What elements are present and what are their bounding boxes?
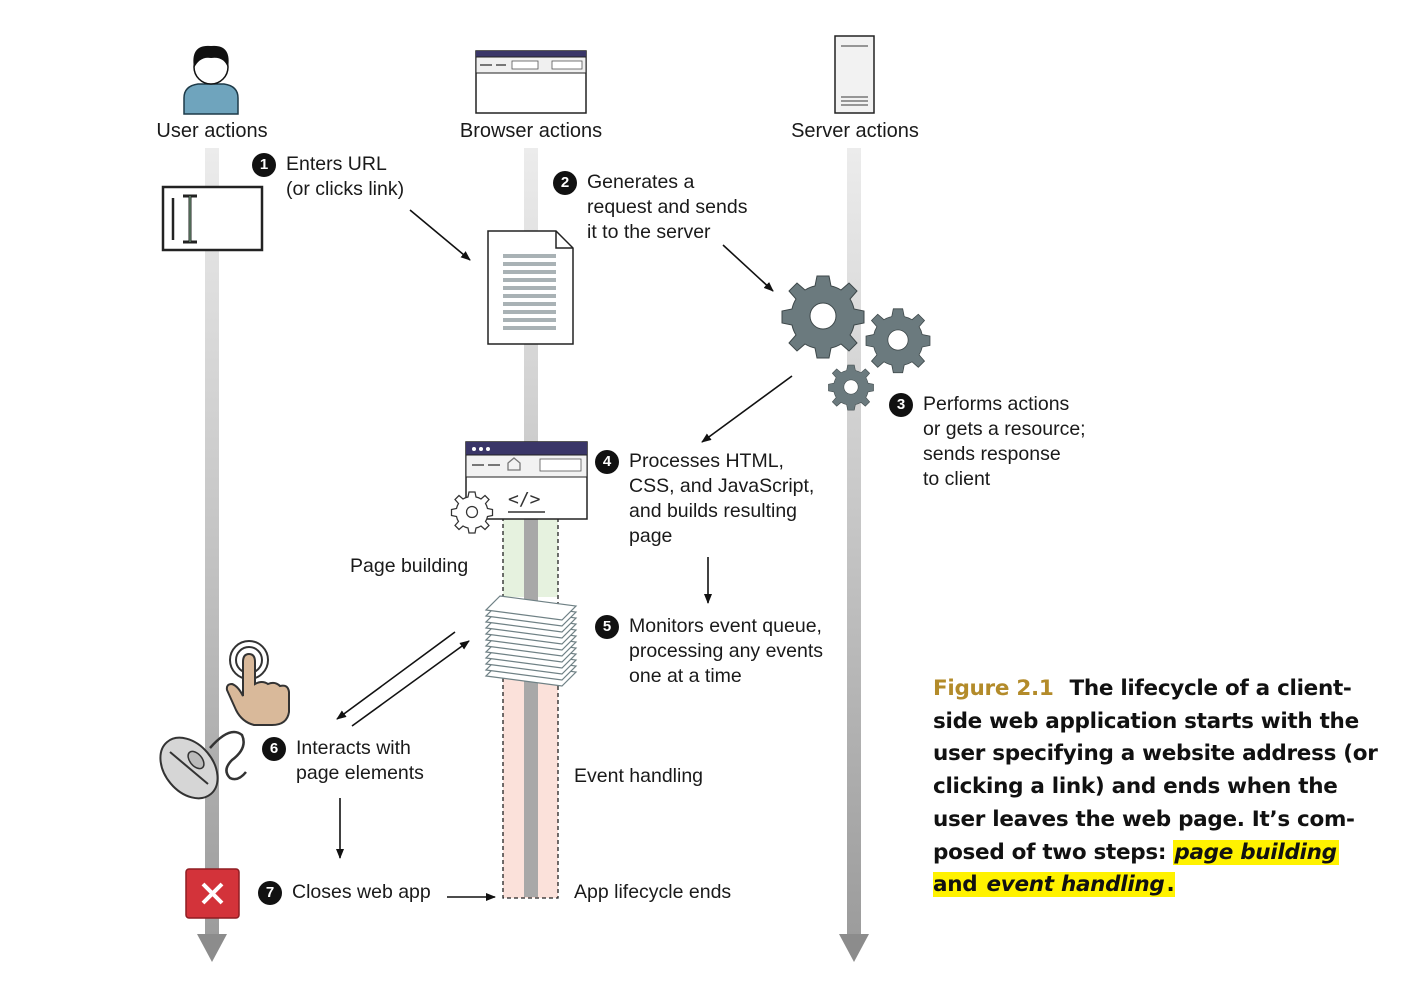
server-lane-label: Server actions [791, 120, 919, 142]
server-lane-line [847, 148, 861, 938]
user-person-icon [183, 45, 239, 115]
step-5: 5 Monitors event queue, processing any e… [595, 614, 823, 689]
user-lane-label: User actions [156, 120, 268, 142]
step-5-text: Monitors event queue, processing any eve… [629, 615, 824, 687]
mouse-icon [159, 730, 247, 800]
lifecycle-end-label: App lifecycle ends [574, 881, 732, 903]
step-6-text: Interacts with page elements [296, 737, 424, 784]
step-5-number: 5 [595, 615, 619, 639]
caption-period: . [1165, 872, 1176, 898]
arrow-user-to-queue [351, 640, 470, 727]
event-queue-stack-icon [484, 595, 578, 687]
step-4: 4 Processes HTML, CSS, and JavaScript, a… [595, 449, 814, 549]
page-build-gear-icon [450, 491, 494, 534]
user-lane-arrowhead [197, 934, 227, 962]
figure-number: Figure 2.1 [933, 676, 1054, 701]
step-7: 7 Closes web app [258, 880, 431, 905]
phase-dashed-outline [502, 517, 559, 899]
arrow-request-to-server [722, 244, 774, 292]
server-lane-arrowhead [839, 934, 869, 962]
step-1-number: 1 [252, 153, 276, 177]
code-glyph: </> [508, 489, 541, 510]
browser-window-icon [475, 50, 587, 114]
step-3: 3 Performs actions or gets a resource; s… [889, 392, 1086, 492]
step-3-number: 3 [889, 393, 913, 417]
step-2-number: 2 [553, 171, 577, 195]
request-document-icon [487, 230, 574, 345]
arrow-url-to-request [409, 209, 471, 261]
event-handling-label: Event handling [574, 765, 704, 787]
step-4-number: 4 [595, 450, 619, 474]
caption-text: The lifecycle of a client-side web appli… [933, 676, 1378, 865]
arrow-queue-to-user [336, 631, 456, 720]
caption-highlight-page-building: page building [1173, 839, 1338, 865]
step-7-number: 7 [258, 881, 282, 905]
user-lane-line [205, 148, 219, 938]
step-6-number: 6 [262, 737, 286, 761]
step-3-text: Performs actions or gets a resource; sen… [923, 393, 1086, 490]
caption-highlight-event-handling: event handling [985, 872, 1166, 898]
browser-lane-label: Browser actions [459, 120, 603, 142]
step-4-text: Processes HTML, CSS, and JavaScript, and… [629, 450, 815, 547]
server-gears-icon [781, 275, 931, 411]
page-building-label: Page building [350, 555, 469, 577]
step-7-text: Closes web app [292, 881, 431, 903]
step-1-text: Enters URL (or clicks link) [286, 153, 405, 200]
step-2-text: Generates a request and sends it to the … [587, 171, 748, 243]
server-tower-icon [834, 35, 875, 114]
step-2: 2 Generates a request and sends it to th… [553, 170, 747, 245]
step-6: 6 Interacts with page elements [262, 736, 424, 786]
browser-lane-overlay [524, 517, 538, 897]
arrow-response-to-browser [701, 375, 793, 443]
close-app-icon [185, 868, 240, 919]
url-input-icon [161, 185, 264, 252]
step-1: 1 Enters URL (or clicks link) [252, 152, 404, 202]
tap-hand-icon [225, 640, 290, 726]
